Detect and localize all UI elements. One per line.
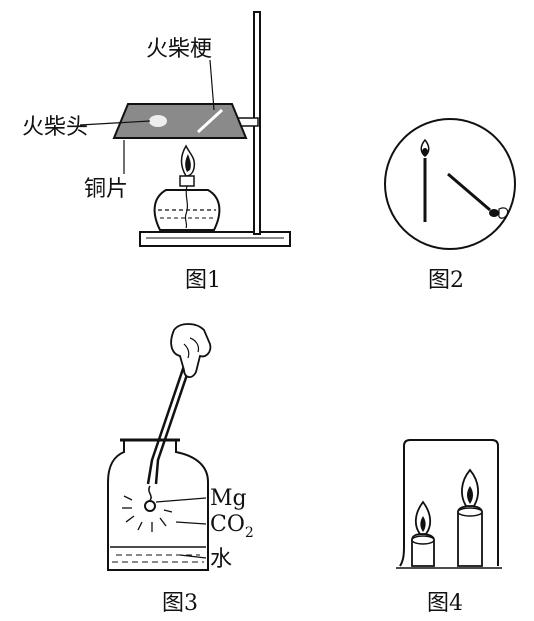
- leader-mg: [155, 497, 207, 503]
- caption-figure-4: 图4: [427, 591, 463, 616]
- tilted-match-flame: [498, 207, 509, 219]
- hand-finger-lines: [183, 337, 200, 359]
- caption-figure-3: 图3: [162, 591, 198, 616]
- match-stick-on-sheet: [196, 108, 224, 134]
- label-co2: CO2: [210, 512, 254, 541]
- tall-candle-flame-core: [467, 486, 473, 504]
- label-water: 水: [210, 547, 232, 572]
- short-candle-top: [411, 535, 435, 545]
- caption-figure-1: 图1: [185, 268, 221, 293]
- figure-2: 图2: [384, 118, 516, 293]
- crucible-tongs: [146, 359, 194, 485]
- label-match-stick: 火柴梗: [146, 37, 212, 62]
- caption-figure-2: 图2: [428, 268, 464, 293]
- tilted-match-stick: [447, 172, 491, 212]
- lamp-flame-inner: [185, 154, 191, 172]
- tall-candle-top: [457, 507, 483, 517]
- burning-magnesium: [144, 500, 156, 512]
- view-circle: [384, 118, 516, 250]
- label-co2-main: CO: [210, 512, 245, 537]
- label-mg: Mg: [210, 486, 247, 511]
- light-rays: [122, 495, 173, 532]
- tilted-match-head: [489, 209, 499, 217]
- lamp-neck: [179, 175, 195, 187]
- figure-4: 图4: [396, 439, 502, 616]
- leader-water: [179, 554, 207, 559]
- magnesium-coil: [148, 485, 152, 501]
- copper-sheet: [112, 103, 248, 139]
- label-match-head: 火柴头: [22, 115, 88, 140]
- short-candle-flame-core: [420, 516, 426, 532]
- gas-jar: [107, 439, 209, 571]
- figure-1: 火柴梗 火柴头 铜片 图1: [22, 11, 291, 293]
- leader-match-head: [79, 120, 151, 126]
- hand: [170, 323, 212, 378]
- stand-base: [139, 231, 291, 247]
- upright-match-head: [422, 148, 428, 156]
- label-co2-subscript: 2: [245, 525, 254, 541]
- leader-match-stick: [209, 59, 215, 111]
- match-head-spot: [149, 115, 167, 127]
- leader-co2: [175, 521, 207, 525]
- figure-3: Mg CO2 水 图3: [107, 323, 254, 616]
- label-copper-sheet: 铜片: [84, 177, 128, 202]
- lamp-wick: [184, 185, 189, 229]
